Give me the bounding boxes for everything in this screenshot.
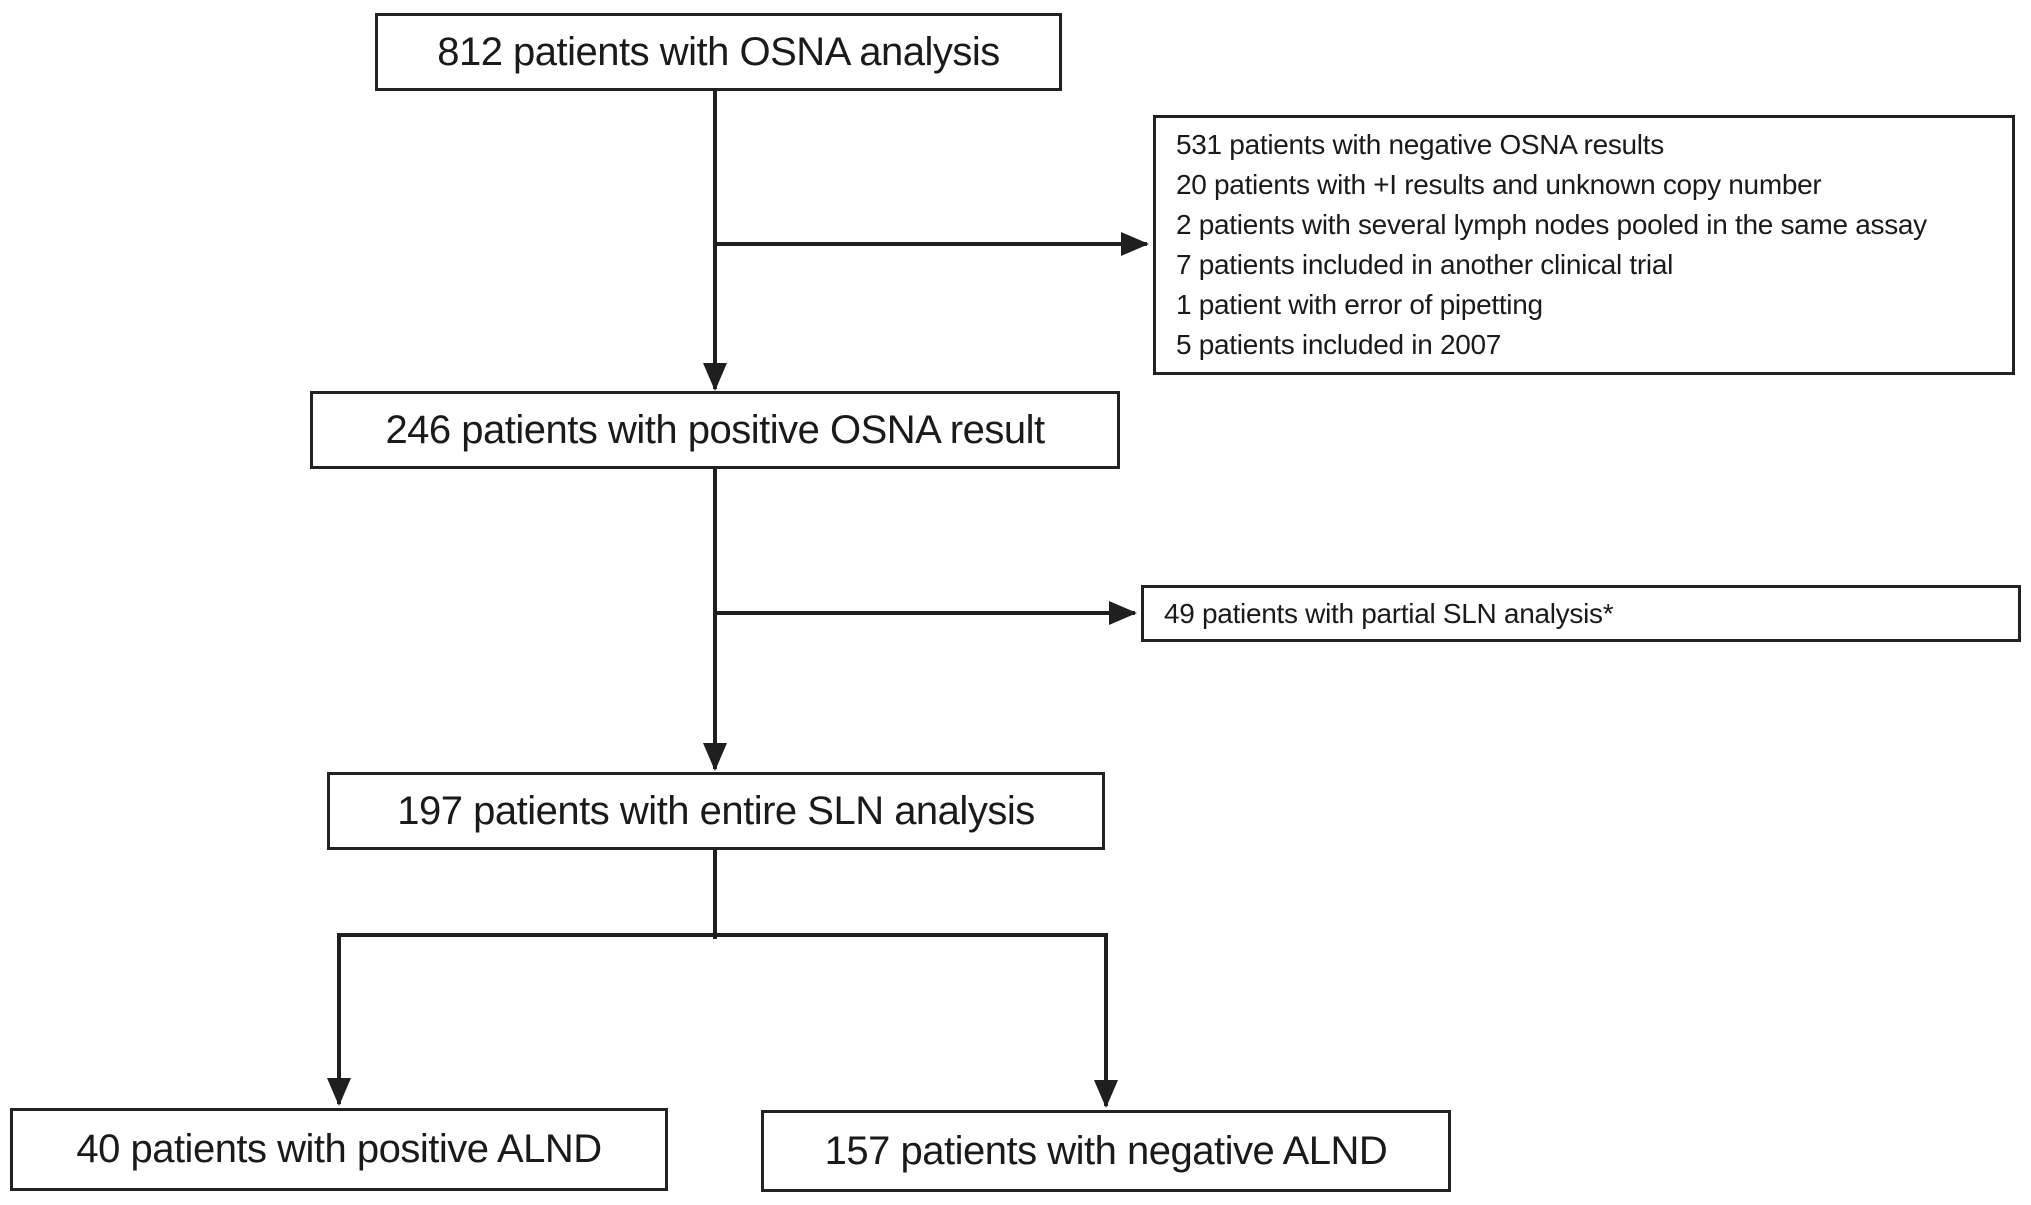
node-osna-positive-label: 246 patients with positive OSNA result [385,407,1045,452]
node-osna-total-label: 812 patients with OSNA analysis [437,29,1000,74]
node-negative-alnd-label: 157 patients with negative ALND [824,1128,1388,1173]
exclusion-line: 20 patients with +I results and unknown … [1176,169,1822,200]
exclusion-line: 1 patient with error of pipetting [1176,289,1543,320]
exclusion-line: 531 patients with negative OSNA results [1176,129,1664,160]
node-osna-total: 812 patients with OSNA analysis [375,13,1062,91]
node-negative-alnd: 157 patients with negative ALND [761,1110,1451,1192]
exclusion-line: 5 patients included in 2007 [1176,329,1502,360]
exclusion-line: 2 patients with several lymph nodes pool… [1176,209,1927,240]
node-osna-positive: 246 patients with positive OSNA result [310,391,1120,469]
exclusion-line: 7 patients included in another clinical … [1176,249,1674,280]
node-partial-sln: 49 patients with partial SLN analysis* [1141,585,2021,642]
node-positive-alnd-label: 40 patients with positive ALND [76,1127,602,1171]
node-partial-sln-label: 49 patients with partial SLN analysis* [1164,597,1614,629]
node-exclusions: 531 patients with negative OSNA results … [1153,115,2015,375]
node-entire-sln: 197 patients with entire SLN analysis [327,772,1105,850]
node-positive-alnd: 40 patients with positive ALND [10,1108,668,1191]
node-entire-sln-label: 197 patients with entire SLN analysis [397,788,1035,833]
